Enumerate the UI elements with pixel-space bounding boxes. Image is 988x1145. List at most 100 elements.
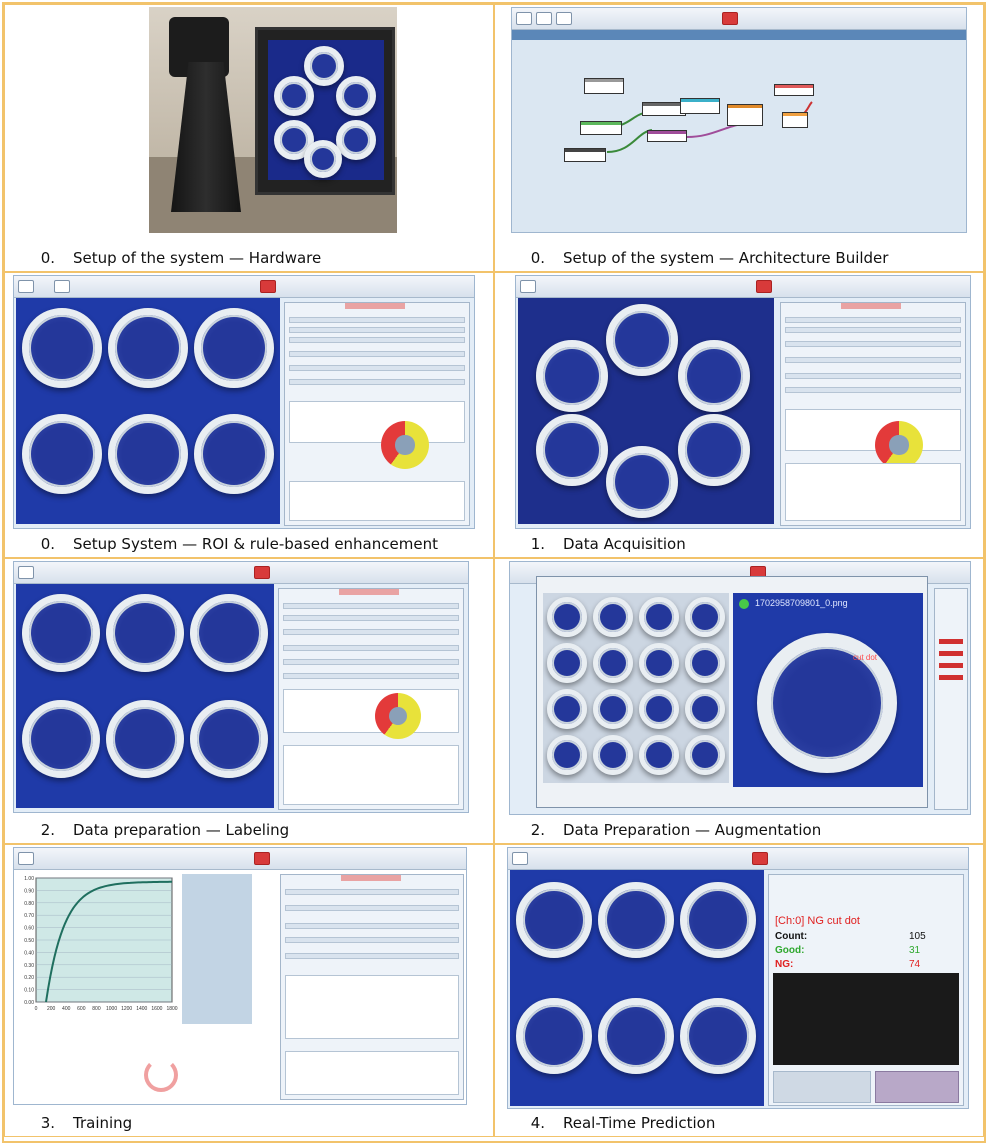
prediction-app: [Ch:0] NG cut dot Count: 105 Good: 31 NG… (507, 847, 969, 1109)
caption-augmentation: 2. Data Preparation — Augmentation (495, 821, 983, 839)
preview-status-dot (739, 599, 749, 609)
panel-augmentation: 1702958709801_0.png cut dot 2. Data Prep… (494, 558, 984, 844)
defect-label: cut dot (853, 653, 878, 662)
roi-image-grid (16, 298, 280, 524)
augmented-preview: 1702958709801_0.png cut dot (733, 593, 923, 787)
prediction-result-panel: [Ch:0] NG cut dot Count: 105 Good: 31 NG… (768, 874, 964, 1106)
app-toolbar (14, 562, 468, 584)
ratio-donut (875, 421, 923, 469)
x-tick-label: 1600 (151, 1006, 162, 1012)
x-tick-label: 0 (35, 1006, 38, 1012)
good-value: 31 (909, 945, 921, 956)
augmentation-app: 1702958709801_0.png cut dot (509, 561, 971, 815)
hardware-photo (149, 7, 397, 233)
y-tick-label: 0.20 (24, 975, 34, 981)
app-button[interactable] (18, 566, 34, 579)
x-tick-label: 1800 (166, 1006, 177, 1012)
app-button[interactable] (516, 12, 532, 25)
app-toolbar (516, 276, 970, 298)
caption-title: Setup System — ROI & rule-based enhancem… (73, 535, 438, 553)
app-toolbar (512, 8, 966, 30)
augmentation-side-panel (934, 588, 968, 810)
app-button[interactable] (54, 280, 70, 293)
acquisition-side-panel (780, 302, 966, 526)
ratio-donut (381, 421, 429, 469)
panel-prediction: [Ch:0] NG cut dot Count: 105 Good: 31 NG… (494, 844, 984, 1137)
y-tick-label: 0.00 (24, 1000, 34, 1006)
graph-node[interactable] (584, 78, 624, 94)
acquisition-image (518, 298, 774, 524)
y-tick-label: 1.00 (24, 876, 34, 882)
caption-number: 2. (40, 821, 55, 839)
accuracy-curve (45, 880, 172, 1003)
y-tick-label: 0.90 (24, 888, 34, 894)
caption-title: Data Acquisition (563, 535, 686, 553)
caption-number: 1. (530, 535, 545, 553)
caption-title: Real-Time Prediction (563, 1114, 716, 1132)
app-button[interactable] (536, 12, 552, 25)
stop-button[interactable] (254, 852, 270, 865)
augmentation-dialog: 1702958709801_0.png cut dot (536, 576, 928, 808)
y-tick-label: 0.70 (24, 913, 34, 919)
logo-box (875, 1071, 959, 1103)
camera-stand (171, 62, 241, 212)
graph-node[interactable] (774, 84, 814, 96)
x-tick-label: 200 (47, 1006, 56, 1012)
caption-title: Setup of the system — Architecture Build… (563, 249, 889, 267)
graph-node[interactable] (647, 130, 687, 142)
panel-labeling: 2. Data preparation — Labeling (4, 558, 494, 844)
y-tick-label: 0.10 (24, 988, 34, 994)
caption-hardware: 0. Setup of the system — Hardware (5, 249, 493, 267)
caption-number: 2. (530, 821, 545, 839)
graph-node[interactable] (564, 148, 606, 162)
y-tick-label: 0.50 (24, 938, 34, 944)
app-button[interactable] (18, 280, 34, 293)
stop-button[interactable] (722, 12, 738, 25)
panel-architecture-builder: 0. Setup of the system — Architecture Bu… (494, 4, 984, 272)
caption-labeling: 2. Data preparation — Labeling (5, 821, 493, 839)
roi-side-panel (284, 302, 470, 526)
graph-node[interactable] (680, 98, 720, 114)
panel-roi: 0. Setup System — ROI & rule-based enhan… (4, 272, 494, 558)
app-button[interactable] (18, 852, 34, 865)
caption-acquisition: 1. Data Acquisition (495, 535, 983, 553)
app-button[interactable] (556, 12, 572, 25)
graph-node[interactable] (782, 112, 808, 128)
app-toolbar (14, 848, 466, 870)
y-tick-label: 0.60 (24, 926, 34, 932)
node-graph (606, 101, 813, 153)
app-button[interactable] (512, 852, 528, 865)
panel-hardware: 0. Setup of the system — Hardware (4, 4, 494, 272)
caption-number: 4. (530, 1114, 545, 1132)
caption-title: Training (73, 1114, 133, 1132)
graph-node[interactable] (727, 104, 763, 126)
labeling-app (13, 561, 469, 813)
prediction-image-grid (510, 870, 764, 1106)
progress-ring (144, 1058, 178, 1092)
tab-strip (512, 30, 966, 40)
stop-button[interactable] (254, 566, 270, 579)
app-button[interactable] (520, 280, 536, 293)
x-tick-label: 1200 (121, 1006, 132, 1012)
caption-roi: 0. Setup System — ROI & rule-based enhan… (5, 535, 493, 553)
result-title: [Ch:0] NG cut dot (775, 915, 860, 927)
stop-button[interactable] (752, 852, 768, 865)
caption-number: 0. (530, 249, 545, 267)
caption-prediction: 4. Real-Time Prediction (495, 1114, 983, 1132)
caption-number: 0. (40, 535, 55, 553)
x-tick-label: 1400 (136, 1006, 147, 1012)
ratio-donut (375, 693, 421, 739)
stop-button[interactable] (756, 280, 772, 293)
caption-architecture: 0. Setup of the system — Architecture Bu… (495, 249, 983, 267)
caption-title: Data preparation — Labeling (73, 821, 290, 839)
roi-app (13, 275, 475, 529)
x-tick-label: 600 (77, 1006, 86, 1012)
x-tick-label: 1000 (106, 1006, 117, 1012)
prediction-log (773, 973, 959, 1065)
graph-node[interactable] (580, 121, 622, 135)
stop-button[interactable] (260, 280, 276, 293)
labeling-image-grid (16, 584, 274, 808)
ng-label: NG: (775, 959, 794, 970)
